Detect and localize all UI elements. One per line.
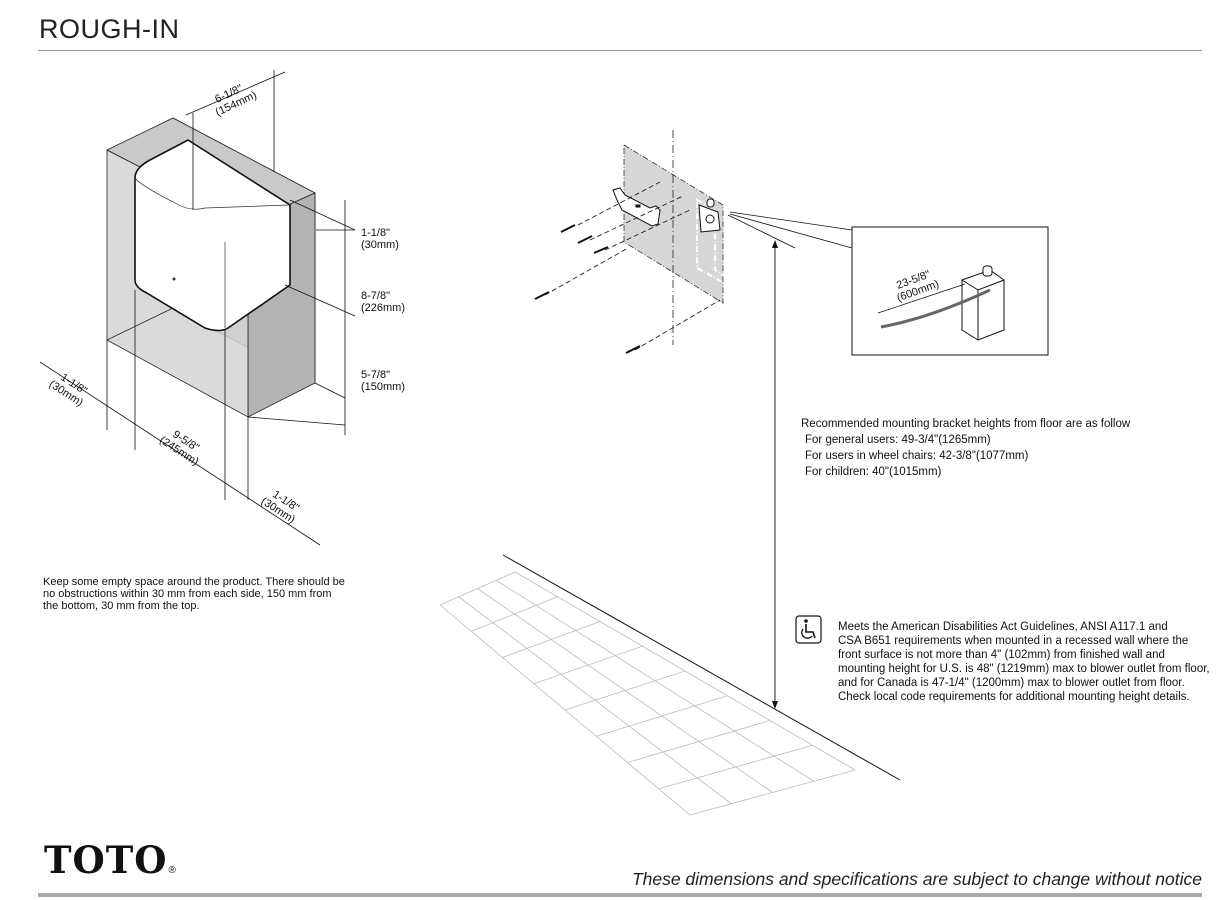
screws	[534, 224, 641, 354]
dim-top-clearance-mm: (30mm)	[361, 239, 399, 251]
dim-bottom-clearance-mm: (150mm)	[361, 381, 405, 393]
dim-top-clearance-in: 1-1/8"	[361, 227, 390, 239]
ada-line: Meets the American Disabilities Act Guid…	[838, 621, 1168, 633]
svg-text:1-1/8"(30mm): 1-1/8"(30mm)	[361, 227, 399, 251]
ada-line: and for Canada is 47-1/4" (1200mm) max t…	[838, 677, 1185, 689]
note-line: the bottom, 30 mm from the top.	[43, 600, 200, 612]
screw-icon	[593, 246, 609, 254]
svg-text:6-1/8"(154mm): 6-1/8"(154mm)	[209, 78, 259, 118]
screw-icon	[625, 345, 641, 354]
wall-bracket	[612, 187, 661, 227]
screw-guide-lines	[544, 181, 721, 351]
header-divider	[38, 50, 1202, 51]
grid-line	[496, 579, 814, 782]
mounting-height-wheelchair: For users in wheel chairs: 42-3/8"(1077m…	[805, 450, 1028, 462]
hand-dryer-body	[134, 139, 291, 332]
power-cord	[880, 288, 991, 329]
detail-inset	[851, 226, 1049, 356]
grid-line	[477, 588, 773, 793]
svg-text:5-7/8"(150mm): 5-7/8"(150mm)	[361, 369, 405, 393]
note-line: Keep some empty space around the product…	[43, 576, 345, 588]
ada-note: Meets the American Disabilities Act Guid…	[838, 621, 1210, 703]
note-line: no obstructions within 30 mm from each s…	[43, 588, 332, 600]
clearance-diagram: 6-1/8"(154mm) 1-1/8"(30mm) 8-7/8"(226mm)…	[39, 70, 405, 546]
disclaimer: These dimensions and specifications are …	[631, 869, 1202, 889]
junction-box-detail	[961, 265, 1005, 341]
grid-line	[458, 596, 732, 805]
screw-icon	[534, 291, 550, 300]
floor-line	[502, 554, 901, 781]
floor-tile-grid	[439, 571, 856, 816]
screw-icon	[560, 224, 576, 233]
dim-height-mm: (226mm)	[361, 302, 405, 314]
electrical-box	[698, 198, 721, 233]
screw-icon	[577, 235, 593, 244]
svg-text:8-7/8"(226mm): 8-7/8"(226mm)	[361, 290, 405, 314]
mounting-heights-heading: Recommended mounting bracket heights fro…	[801, 418, 1131, 430]
mounting-height-general: For general users: 49-3/4"(1265mm)	[805, 434, 991, 446]
clearance-note: Keep some empty space around the product…	[43, 576, 345, 612]
mounting-height-children: For children: 40"(1015mm)	[805, 466, 942, 478]
ada-line: Check local code requirements for additi…	[838, 691, 1190, 703]
page-title: ROUGH-IN	[39, 14, 180, 44]
installation-diagram: 23-5/8"(600mm)	[534, 130, 1049, 709]
svg-text:1-1/8"(30mm): 1-1/8"(30mm)	[47, 368, 92, 409]
footer-divider	[38, 893, 1202, 897]
logo-text: TOTO	[44, 838, 168, 882]
dim-height-in: 8-7/8"	[361, 290, 390, 302]
toto-logo: TOTO®	[44, 838, 176, 882]
ada-line: CSA B651 requirements when mounted in a …	[838, 635, 1188, 647]
dim-bottom-clearance-in: 5-7/8"	[361, 369, 390, 381]
wheelchair-accessible-icon	[795, 615, 822, 644]
grid-line	[439, 604, 691, 816]
registered-mark: ®	[168, 865, 177, 876]
edge	[106, 307, 174, 341]
sensor-dot	[172, 277, 176, 281]
mounting-heights: Recommended mounting bracket heights fro…	[801, 418, 1131, 478]
svg-text:1-1/8"(30mm): 1-1/8"(30mm)	[259, 485, 304, 526]
grid-line	[514, 571, 856, 771]
mounting-plate	[623, 144, 724, 304]
ada-line: front surface is not more than 4" (102mm…	[838, 649, 1165, 661]
svg-text:9-5/8"(245mm): 9-5/8"(245mm)	[157, 424, 207, 468]
ada-line: mounting height for U.S. is 48" (1219mm)…	[838, 663, 1210, 675]
